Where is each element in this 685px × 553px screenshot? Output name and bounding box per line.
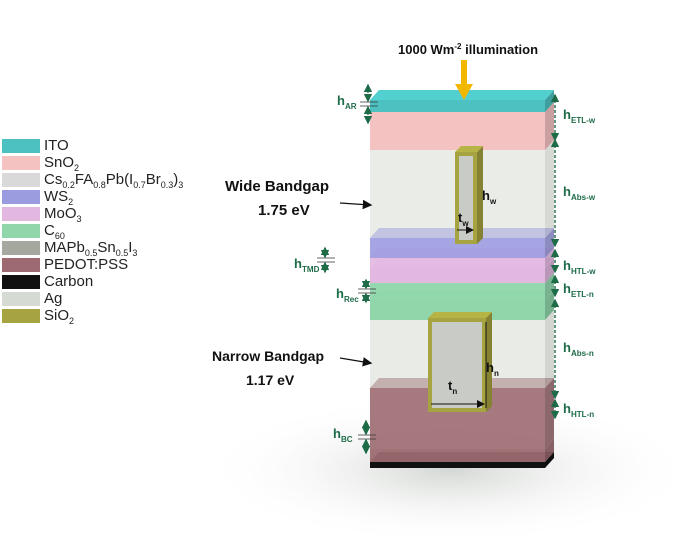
legend-label: C60 [44, 222, 65, 241]
dim-label-rec: hRec [336, 286, 359, 304]
illumination-arrow [455, 60, 473, 100]
legend-label: MAPb0.5Sn0.5I3 [44, 239, 138, 258]
legend-label: PEDOT:PSS [44, 256, 129, 273]
layer-c60-lower-front [370, 300, 545, 320]
layer-c60-front [370, 283, 545, 300]
dim-label-bc: hBC [333, 426, 353, 444]
legend-swatch [2, 173, 40, 187]
legend-label: Carbon [44, 273, 94, 290]
layer-moo3-front [370, 268, 545, 283]
layer-carbon-front [370, 462, 545, 468]
legend-item-pedot: PEDOT:PSS [0, 256, 215, 273]
nanorod-narrow-face [428, 312, 492, 318]
floor-shadow [200, 395, 685, 545]
dim-label-abs-w: hAbs-w [563, 184, 596, 202]
nanorod-narrow-face [486, 312, 492, 412]
layer-pedot-bottom-front [370, 449, 545, 462]
legend-item-ag: Ag [0, 290, 215, 307]
legend-swatch [2, 207, 40, 221]
legend-item-absorber_wide: Cs0.2FA0.8Pb(I0.7Br0.3)3 [0, 171, 215, 190]
layer-ito-front [370, 100, 545, 112]
legend-swatch [2, 156, 40, 170]
legend-swatch [2, 309, 40, 323]
dim-label-etl-w: hETL-w [563, 107, 596, 125]
dim-inner-h-w: hw [482, 188, 497, 206]
layer-wide-absorber-side [545, 140, 554, 238]
layer-stack [370, 90, 554, 468]
nanorod-wide [455, 146, 483, 244]
legend-label: SiO2 [44, 307, 75, 326]
illumination-arrow-head [455, 84, 473, 100]
legend-swatch [2, 190, 40, 204]
legend-item-sio2: SiO2 [0, 307, 215, 326]
wide-bandgap-title: Wide Bandgap [225, 178, 329, 195]
nanorod-wide-core [459, 156, 473, 240]
layer-moo3-top-front [370, 258, 545, 268]
legend-swatch [2, 258, 40, 272]
wide-bandgap-pointer [339, 199, 373, 210]
nanorod-narrow-core [432, 322, 482, 408]
legend-swatch [2, 139, 40, 153]
nanorod-wide-face [477, 146, 483, 244]
dim-label-htl-w: hHTL-w [563, 258, 596, 276]
layer-pedot-bottom-side [545, 439, 554, 462]
legend-item-ws2: WS2 [0, 188, 215, 207]
legend-swatch [2, 224, 40, 238]
legend-item-sno2: SnO2 [0, 154, 215, 173]
legend-label: Ag [44, 290, 63, 307]
legend-swatch [2, 241, 40, 255]
dim-label-htl-n: hHTL-n [563, 401, 594, 419]
dim-label-abs-n: hAbs-n [563, 340, 594, 358]
dim-label-ar: hAR [337, 93, 357, 111]
legend-swatch [2, 275, 40, 289]
layer-ws2-front [370, 238, 545, 258]
narrow-bandgap-title: Narrow Bandgap [212, 348, 324, 364]
legend-label: MoO3 [44, 205, 82, 224]
dim-inner-t-n: tn [448, 378, 457, 396]
legend-swatch [2, 292, 40, 306]
narrow-bandgap-pointer [339, 357, 373, 367]
wide-bandgap-value: 1.75 eV [258, 202, 310, 219]
legend-item-carbon: Carbon [0, 273, 215, 290]
nanorod-wide-face [455, 146, 483, 152]
layer-carbon-side [545, 452, 554, 468]
narrow-bandgap-value: 1.17 eV [246, 372, 295, 388]
dim-label-tmd: hTMD [294, 256, 320, 274]
illumination-label: 1000 Wm-2 illumination [398, 42, 538, 57]
legend-label: SnO2 [44, 154, 80, 173]
layer-narrow-absorber-side [545, 310, 554, 388]
dim-label-etl-n: hETL-n [563, 281, 594, 299]
dim-inner-h-n: hn [486, 360, 499, 378]
layer-pedot-front [370, 388, 545, 449]
nanorod-narrow [428, 312, 492, 412]
layer-sno2-front [370, 112, 545, 150]
legend-item-absorber_narrow: MAPb0.5Sn0.5I3 [0, 239, 215, 258]
illumination-arrow-shaft [461, 60, 467, 88]
dimension-annotations: hETL-w hAbs-w hHTL-w hETL-n hAbs-n hHTL-n hAR h… [294, 83, 596, 455]
layer-pedot-side [545, 378, 554, 449]
dim-inner-t-w: tw [458, 210, 469, 228]
legend-item-moo3: MoO3 [0, 205, 215, 224]
legend-item-ito: ITO [0, 137, 215, 154]
legend-label: WS2 [44, 188, 74, 207]
legend-label: ITO [44, 137, 69, 154]
legend-item-c60: C60 [0, 222, 215, 241]
legend-label: Cs0.2FA0.8Pb(I0.7Br0.3)3 [44, 171, 184, 190]
